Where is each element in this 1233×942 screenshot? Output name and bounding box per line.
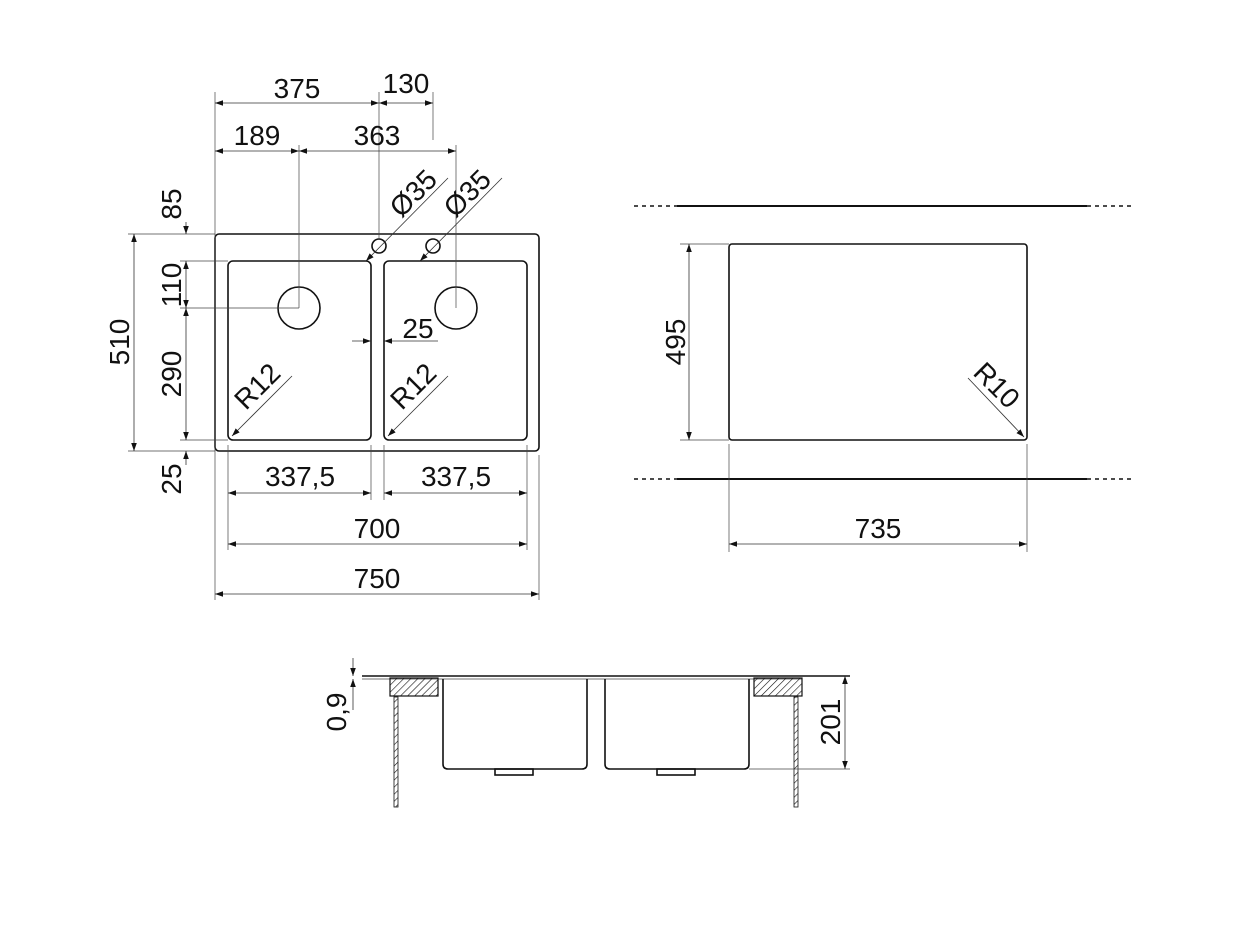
r12-left-label: R12 — [228, 357, 286, 415]
dim-290-label: 290 — [156, 351, 187, 398]
dim-thickness-label: 0,9 — [321, 693, 352, 732]
right-drain-outlet — [656, 768, 696, 776]
section-view: 0,9 201 — [321, 658, 850, 808]
section-dims: 0,9 201 — [321, 658, 848, 769]
d35-left-label: Ø35 — [384, 164, 443, 223]
bowl-radius-leaders: R12 R12 — [228, 357, 449, 437]
top-view: 375 130 189 363 337,5 337,5 700 750 25 5… — [104, 68, 540, 600]
dim-375-label: 375 — [274, 73, 321, 104]
dim-201-label: 201 — [815, 699, 846, 746]
cutout-view: 495 735 R10 — [634, 205, 1131, 552]
r10-label: R10 — [968, 356, 1026, 414]
left-bowl-section — [442, 679, 588, 770]
dim-25-label: 25 — [156, 463, 187, 494]
cabinet-left-wall — [393, 696, 399, 808]
dim-130-label: 130 — [383, 68, 430, 99]
cabinet-right-wall — [793, 696, 799, 808]
d35-right-leader — [419, 177, 503, 262]
dim-735-label: 735 — [855, 513, 902, 544]
left-drain-outlet — [494, 768, 534, 776]
d35-left-leader — [365, 177, 449, 262]
dim-700-label: 700 — [354, 513, 401, 544]
dim-363-label: 363 — [354, 120, 401, 151]
tap-hole-left — [371, 238, 387, 254]
r12-right-leader — [387, 375, 449, 437]
cutout-dims: 495 735 R10 — [660, 244, 1027, 547]
d35-right-label: Ø35 — [438, 164, 497, 223]
right-bowl-section — [604, 679, 750, 770]
dim-510-label: 510 — [104, 319, 135, 366]
cutout-extension-lines — [680, 243, 1028, 552]
top-view-vertical-dims: 510 85 110 290 25 — [104, 188, 189, 495]
dim-495-label: 495 — [660, 319, 691, 366]
dim-85-label: 85 — [156, 188, 187, 219]
worktop-right-hatch — [753, 677, 803, 697]
sink-outer-outline — [214, 233, 540, 452]
right-bowl-outline — [383, 260, 528, 441]
r12-left-leader — [231, 375, 293, 437]
dim-750-label: 750 — [354, 563, 401, 594]
top-view-horizontal-dims: 375 130 189 363 337,5 337,5 700 750 25 — [215, 68, 539, 597]
cutout-outline — [728, 243, 1028, 441]
r10-leader — [967, 377, 1025, 438]
dim-337-right-label: 337,5 — [421, 461, 491, 492]
dim-110-label: 110 — [156, 263, 187, 308]
left-bowl-outline — [227, 260, 372, 441]
dim-337-left-label: 337,5 — [265, 461, 335, 492]
r12-right-label: R12 — [384, 357, 442, 415]
tap-hole-right — [425, 238, 441, 254]
dim-189-label: 189 — [234, 120, 281, 151]
dim-gap-25-label: 25 — [402, 313, 433, 344]
worktop-left-hatch — [389, 677, 439, 697]
